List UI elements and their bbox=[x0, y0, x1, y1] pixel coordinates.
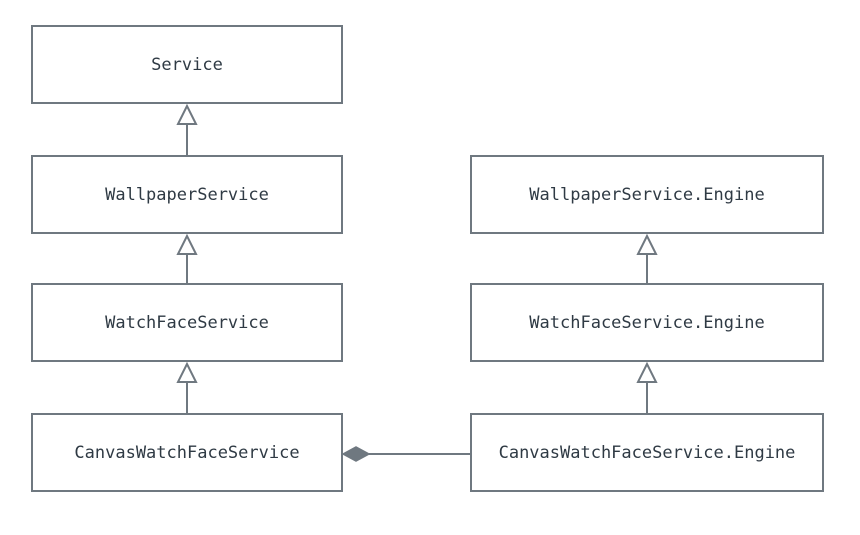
class-label-watch-face-service: WatchFaceService bbox=[105, 312, 269, 333]
class-box-wallpaper-service: WallpaperService bbox=[31, 155, 343, 234]
class-label-canvas-watch-face-service-engine: CanvasWatchFaceService.Engine bbox=[498, 442, 796, 463]
class-box-canvas-watch-face-service-engine: CanvasWatchFaceService.Engine bbox=[470, 413, 824, 492]
inheritance-arrowhead-service bbox=[176, 103, 198, 125]
inheritance-arrowhead-wp-engine bbox=[636, 233, 658, 255]
class-box-watch-face-service: WatchFaceService bbox=[31, 283, 343, 362]
composition-diamond bbox=[341, 446, 371, 462]
class-label-wallpaper-service: WallpaperService bbox=[105, 184, 269, 205]
class-label-wallpaper-service-engine: WallpaperService.Engine bbox=[529, 184, 765, 205]
class-box-wallpaper-service-engine: WallpaperService.Engine bbox=[470, 155, 824, 234]
inheritance-arrowhead-wallpaper bbox=[176, 233, 198, 255]
class-box-service: Service bbox=[31, 25, 343, 104]
inheritance-arrowhead-wf-engine bbox=[636, 361, 658, 383]
class-label-service: Service bbox=[151, 54, 223, 75]
class-box-canvas-watch-face-service: CanvasWatchFaceService bbox=[31, 413, 343, 492]
inheritance-arrowhead-watchface bbox=[176, 361, 198, 383]
class-box-watch-face-service-engine: WatchFaceService.Engine bbox=[470, 283, 824, 362]
class-label-canvas-watch-face-service: CanvasWatchFaceService bbox=[74, 442, 300, 463]
class-label-watch-face-service-engine: WatchFaceService.Engine bbox=[529, 312, 765, 333]
